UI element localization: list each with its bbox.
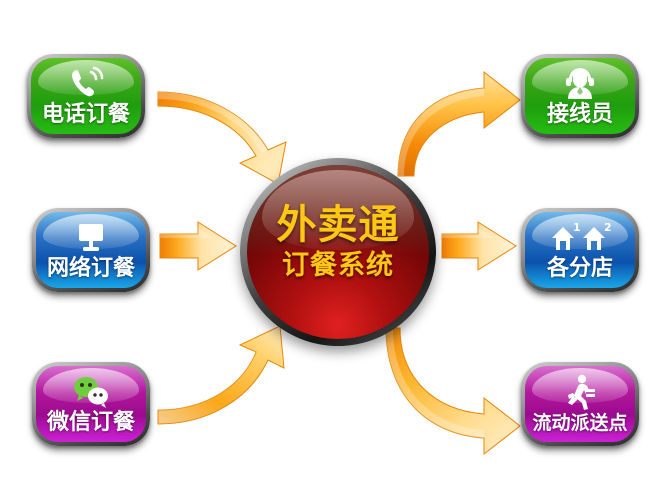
node-face: 接线员 [525, 58, 635, 134]
house-badge-2: 2 [604, 221, 611, 234]
node-operator[interactable]: 接线员 [521, 54, 639, 138]
node-face: 网络订餐 [36, 212, 146, 288]
hub-subtitle: 订餐系统 [282, 250, 394, 281]
node-shell: 电话订餐 [27, 54, 145, 138]
node-face: 微信订餐 [36, 366, 146, 442]
node-label: 接线员 [546, 102, 613, 127]
node-label: 微信订餐 [46, 410, 135, 435]
node-label: 流动派送点 [532, 412, 628, 434]
node-phone-order[interactable]: 电话订餐 [27, 54, 145, 138]
node-shell: 1 2 各分店 [521, 208, 639, 292]
monitor-icon [36, 218, 146, 258]
house-badge-1: 1 [573, 221, 581, 234]
hub-ball-top [247, 165, 429, 252]
arrow-hub-to-branch [441, 221, 517, 271]
two-houses-icon: 1 2 [525, 218, 635, 258]
node-face: 1 2 各分店 [525, 212, 635, 288]
node-branch-stores[interactable]: 1 2 各分店 [521, 208, 639, 292]
hub-gloss [261, 170, 415, 251]
node-label: 电话订餐 [41, 102, 130, 127]
node-face: 电话订餐 [31, 58, 141, 134]
running-courier-icon [525, 372, 635, 412]
node-shell: 流动派送点 [521, 362, 639, 446]
node-shell: 接线员 [521, 54, 639, 138]
wechat-icon [36, 372, 146, 412]
node-mobile-delivery[interactable]: 流动派送点 [521, 362, 639, 446]
node-label: 网络订餐 [46, 256, 135, 281]
node-shell: 微信订餐 [32, 362, 150, 446]
node-shell: 网络订餐 [32, 208, 150, 292]
center-hub[interactable]: 外卖通 订餐系统 [240, 158, 436, 346]
headset-operator-icon [525, 64, 635, 104]
arrow-hub-to-courier [385, 327, 521, 456]
node-wechat-order[interactable]: 微信订餐 [32, 362, 150, 446]
arrow-web-to-hub [159, 221, 237, 271]
telephone-icon [31, 64, 141, 104]
node-web-order[interactable]: 网络订餐 [32, 208, 150, 292]
hub-title: 外卖通 [276, 202, 400, 248]
hub-text-block: 外卖通 订餐系统 [240, 202, 436, 284]
node-label: 各分店 [546, 256, 613, 281]
hub-ball [247, 165, 429, 339]
node-face: 流动派送点 [525, 366, 635, 442]
